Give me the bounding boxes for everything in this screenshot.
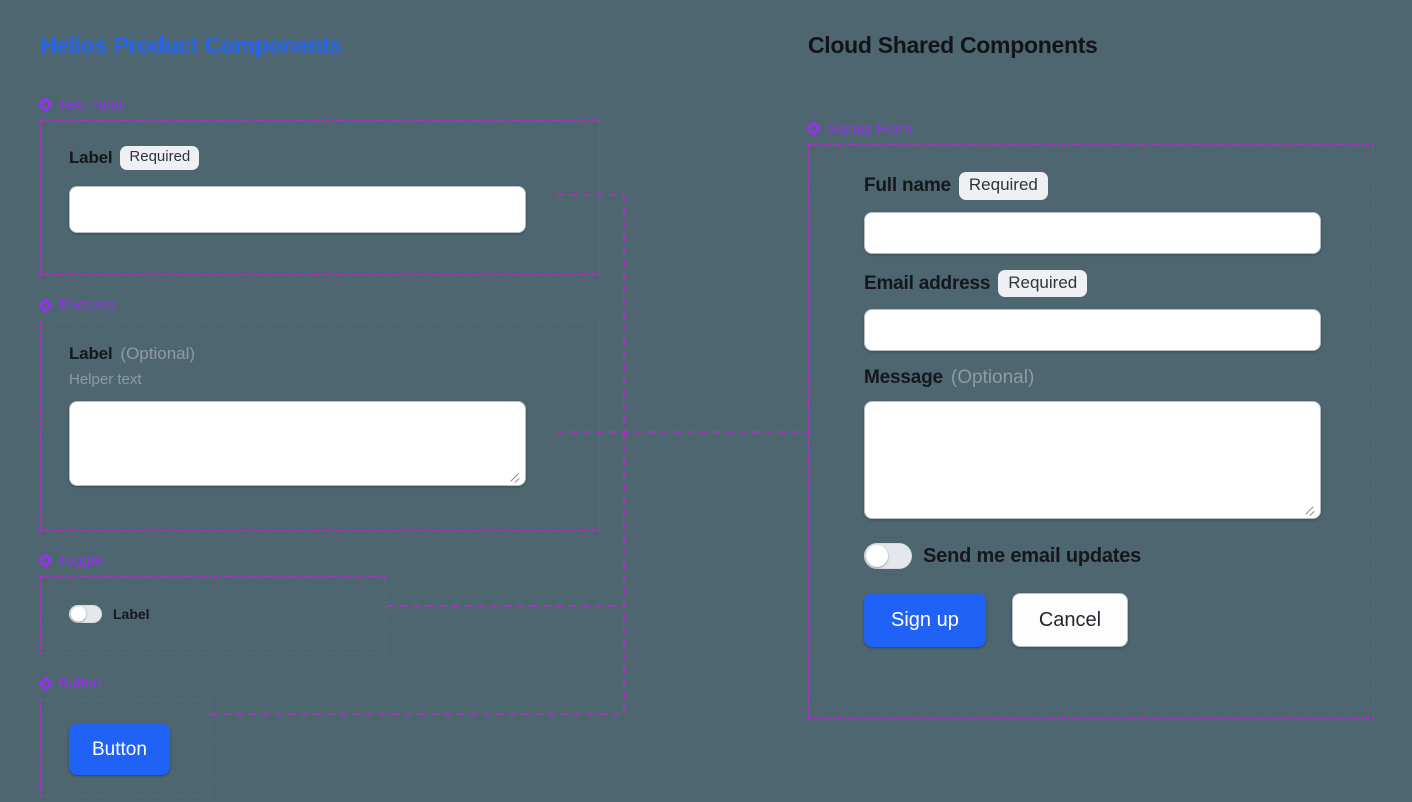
section-heading-signup-form: Signup Form <box>805 120 1374 137</box>
helper-text: Helper text <box>69 371 142 388</box>
resize-handle-icon[interactable] <box>1303 502 1316 515</box>
toggle-knob <box>866 545 888 568</box>
message-textarea[interactable] <box>864 401 1321 520</box>
field-label: Label <box>69 147 113 167</box>
section-label: Textarea <box>58 297 116 314</box>
toggle-row-email-updates: Send me email updates <box>864 543 1373 570</box>
section-label: Text Input <box>58 96 124 113</box>
section-heading-button: Button <box>37 675 600 692</box>
section-heading-textarea: Textarea <box>37 297 600 314</box>
field-label: Message <box>864 367 943 389</box>
component-frame-signup-form: Full name Required Email address Require… <box>808 144 1374 719</box>
demo-button[interactable]: Button <box>69 724 170 775</box>
toggle-label: Send me email updates <box>923 544 1142 567</box>
required-badge: Required <box>120 146 200 170</box>
toggle-switch[interactable] <box>69 605 102 623</box>
field-label-row: Full name Required <box>864 172 1373 200</box>
sign-up-button[interactable]: Sign up <box>864 593 986 648</box>
form-actions: Sign up Cancel <box>864 593 1373 648</box>
diamond-icon <box>37 675 54 692</box>
email-updates-toggle[interactable] <box>864 543 912 570</box>
section-label: Toggle <box>58 552 103 569</box>
field-label-row: Label (Optional) <box>69 344 599 364</box>
section-text-input: Text Input Label Required <box>37 96 600 275</box>
cancel-button[interactable]: Cancel <box>1011 593 1129 648</box>
field-label: Full name <box>864 174 951 196</box>
resize-handle-icon[interactable] <box>508 469 521 482</box>
section-label: Button <box>58 675 102 692</box>
diamond-icon <box>805 120 822 137</box>
right-column: Cloud Shared Components Signup Form Full… <box>805 0 1374 719</box>
spacer <box>864 254 1373 270</box>
field-message: Message (Optional) <box>864 367 1373 520</box>
component-frame-toggle: Label <box>40 576 386 654</box>
diamond-icon <box>37 552 54 569</box>
email-input[interactable] <box>864 309 1321 352</box>
optional-hint: (Optional) <box>120 344 196 363</box>
left-column-title: Helios Product Components <box>40 32 342 58</box>
section-signup-form: Signup Form Full name Required Email add… <box>805 120 1374 719</box>
component-frame-text-input: Label Required <box>40 120 600 275</box>
spacer <box>864 351 1373 367</box>
optional-hint: (Optional) <box>950 367 1035 389</box>
section-heading-toggle: Toggle <box>37 552 600 569</box>
field-email-address: Email address Required <box>864 269 1373 352</box>
section-textarea: Textarea Label (Optional) Helper text <box>37 297 600 531</box>
field-label: Label <box>69 344 113 363</box>
full-name-input[interactable] <box>864 211 1321 254</box>
field-label-row: Email address Required <box>864 269 1373 298</box>
section-label: Signup Form <box>826 120 912 137</box>
toggle-row: Label <box>69 605 385 623</box>
section-button: Button Button <box>37 675 600 796</box>
field-full-name: Full name Required <box>864 172 1373 254</box>
textarea-input[interactable] <box>69 401 526 486</box>
component-frame-textarea: Label (Optional) Helper text <box>40 321 600 531</box>
diamond-icon <box>37 96 54 113</box>
required-badge: Required <box>958 172 1048 200</box>
field-label: Email address <box>864 272 991 294</box>
toggle-knob <box>71 606 86 622</box>
section-heading-text-input: Text Input <box>37 96 600 113</box>
field-label-row: Label Required <box>69 146 599 170</box>
left-column: Helios Product Components Text Input Lab… <box>37 0 600 796</box>
right-column-title: Cloud Shared Components <box>808 32 1098 58</box>
diamond-icon <box>37 297 54 314</box>
toggle-label: Label <box>113 606 150 622</box>
field-label-row: Message (Optional) <box>864 367 1373 389</box>
text-input[interactable] <box>69 185 526 233</box>
component-frame-button: Button <box>40 699 210 796</box>
required-badge: Required <box>998 269 1088 298</box>
section-toggle: Toggle Label <box>37 552 600 654</box>
